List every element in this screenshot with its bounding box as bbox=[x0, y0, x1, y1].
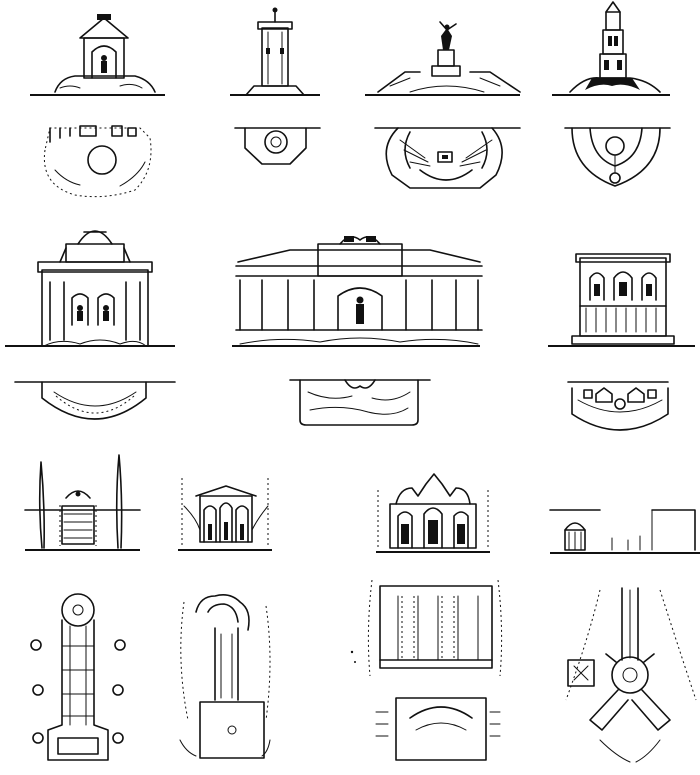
niche-fountain-plan bbox=[43, 125, 152, 198]
obelisk-fountain-elevation bbox=[230, 7, 320, 96]
statue-fountain-plan bbox=[374, 127, 521, 189]
three-niche-nymphaeum-plan bbox=[567, 381, 669, 431]
grotto-garden-plan bbox=[179, 594, 271, 759]
garden-tempietto bbox=[549, 509, 700, 554]
domed-nymphaeum-plan bbox=[14, 381, 176, 420]
colonnaded-nymphaeum-plan bbox=[289, 379, 431, 426]
cascade-between-cypresses bbox=[24, 454, 141, 551]
cascade-garden-plan bbox=[30, 593, 126, 761]
grotto-with-arches bbox=[178, 478, 272, 551]
colonnaded-nymphaeum-elevation bbox=[232, 236, 483, 347]
water-parterre-plan bbox=[367, 579, 503, 761]
grotto-facade bbox=[376, 473, 490, 553]
tiered-rock-fountain-plan bbox=[564, 127, 671, 187]
niche-fountain-elevation bbox=[30, 14, 165, 96]
statue-fountain-elevation bbox=[365, 21, 521, 96]
obelisk-fountain-plan bbox=[234, 127, 321, 165]
domed-nymphaeum-elevation bbox=[5, 230, 175, 347]
three-niche-nymphaeum-elevation bbox=[548, 253, 695, 347]
star-axis-plan bbox=[565, 587, 697, 763]
tiered-rock-fountain-elevation bbox=[552, 1, 670, 96]
